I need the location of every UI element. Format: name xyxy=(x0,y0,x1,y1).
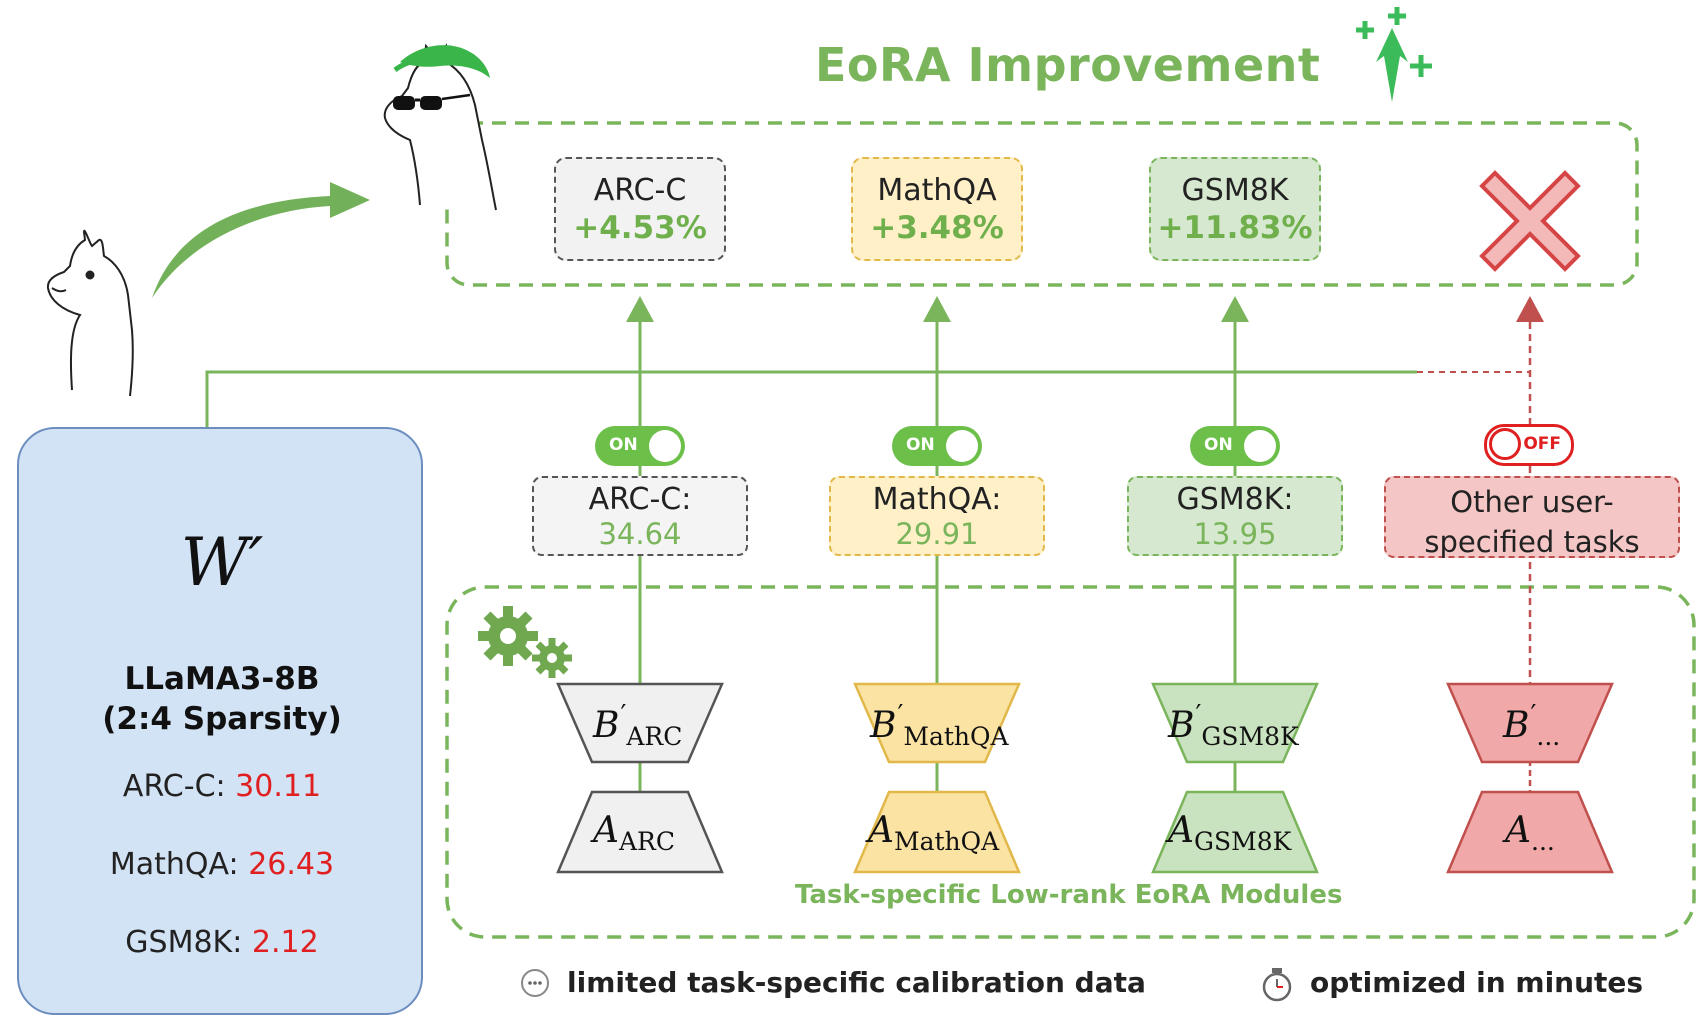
footer-calibration: limited task-specific calibration data xyxy=(567,966,1146,999)
a-matrix-arc xyxy=(556,790,724,874)
task-name: MathQA: xyxy=(872,482,1002,517)
gears-icon xyxy=(478,606,572,678)
modules-caption: Task-specific Low-rank EoRA Modules xyxy=(795,880,1343,910)
toggle-knob xyxy=(1244,430,1276,462)
model-name-line1: LLaMA3-8B xyxy=(124,661,320,697)
toggle-mathqa[interactable]: ON xyxy=(892,426,982,466)
task-score: 34.64 xyxy=(598,517,682,551)
b-label-other: B′... xyxy=(1503,700,1561,751)
model-score-gsm8k: GSM8K: 2.12 xyxy=(125,925,319,960)
b-matrix-arc xyxy=(556,682,724,764)
a-label-arc: AARC xyxy=(593,810,676,856)
b-label-gsm8k: B′GSM8K xyxy=(1168,700,1299,751)
blocked-x-icon xyxy=(1479,170,1581,272)
b-label-mathqa: B′MathQA xyxy=(870,700,1009,751)
a-label-mathqa: AMathQA xyxy=(868,810,1000,856)
task-box-arc: ARC-C: 34.64 xyxy=(532,476,748,556)
model-score-mathqa: MathQA: 26.43 xyxy=(109,847,335,882)
toggle-label: ON xyxy=(906,435,935,455)
frozen-model-panel: W′ LLaMA3-8B (2:4 Sparsity) ARC-C: 30.11… xyxy=(17,427,423,1015)
task-score: 29.91 xyxy=(895,517,979,551)
a-label-other: A... xyxy=(1505,810,1555,856)
chat-bubble-icon xyxy=(521,969,549,997)
b-matrix-other xyxy=(1446,682,1614,764)
toggle-label: ON xyxy=(609,435,638,455)
toggle-knob xyxy=(649,430,681,462)
a-label-gsm8k: AGSM8K xyxy=(1168,810,1292,856)
model-name: LLaMA3-8B (2:4 Sparsity) xyxy=(19,659,425,739)
task-box-mathqa: MathQA: 29.91 xyxy=(829,476,1045,556)
weight-symbol: W′ xyxy=(180,524,264,601)
a-matrix-other xyxy=(1446,790,1614,874)
toggle-arc[interactable]: ON xyxy=(595,426,685,466)
task-name: GSM8K: xyxy=(1176,482,1294,517)
result-box-arc: ARC-C +4.53% xyxy=(554,157,726,261)
small-llama-icon xyxy=(46,229,134,397)
toggle-label: OFF xyxy=(1523,434,1561,454)
sparkle-arrow-icon xyxy=(1356,7,1432,102)
model-score-arc: ARC-C: 30.11 xyxy=(122,769,322,804)
toggle-knob xyxy=(946,430,978,462)
task-name: Other user-specified tasks xyxy=(1424,485,1640,559)
toggle-label: ON xyxy=(1204,435,1233,455)
result-task-name: GSM8K xyxy=(1181,173,1289,208)
result-delta: +4.53% xyxy=(573,210,707,246)
result-task-name: ARC-C xyxy=(593,173,687,208)
result-box-mathqa: MathQA +3.48% xyxy=(851,157,1023,261)
upgrade-arrow xyxy=(152,182,370,298)
cool-llama-icon xyxy=(383,43,497,211)
modules-container xyxy=(445,585,1696,939)
task-name: ARC-C: xyxy=(588,482,692,517)
result-task-name: MathQA xyxy=(877,173,997,208)
b-matrix-gsm8k xyxy=(1151,682,1319,764)
b-matrix-mathqa xyxy=(853,682,1021,764)
a-matrix-mathqa xyxy=(853,790,1021,874)
a-matrix-gsm8k xyxy=(1151,790,1319,874)
backbone-line xyxy=(205,370,1417,427)
model-name-line2: (2:4 Sparsity) xyxy=(102,701,342,737)
task-box-other: Other user-specified tasks xyxy=(1384,476,1680,559)
task-box-gsm8k: GSM8K: 13.95 xyxy=(1127,476,1343,556)
task-score: 13.95 xyxy=(1193,517,1277,551)
diagram-title: EoRA Improvement xyxy=(815,38,1321,92)
footer-time: optimized in minutes xyxy=(1310,966,1644,999)
b-label-arc: B′ARC xyxy=(593,700,683,751)
toggle-gsm8k[interactable]: ON xyxy=(1190,426,1280,466)
toggle-other[interactable]: OFF xyxy=(1484,424,1574,466)
toggle-knob xyxy=(1489,428,1521,460)
result-delta: +11.83% xyxy=(1157,210,1313,246)
result-delta: +3.48% xyxy=(870,210,1004,246)
stopwatch-icon xyxy=(1262,968,1292,1002)
result-box-gsm8k: GSM8K +11.83% xyxy=(1149,157,1321,261)
